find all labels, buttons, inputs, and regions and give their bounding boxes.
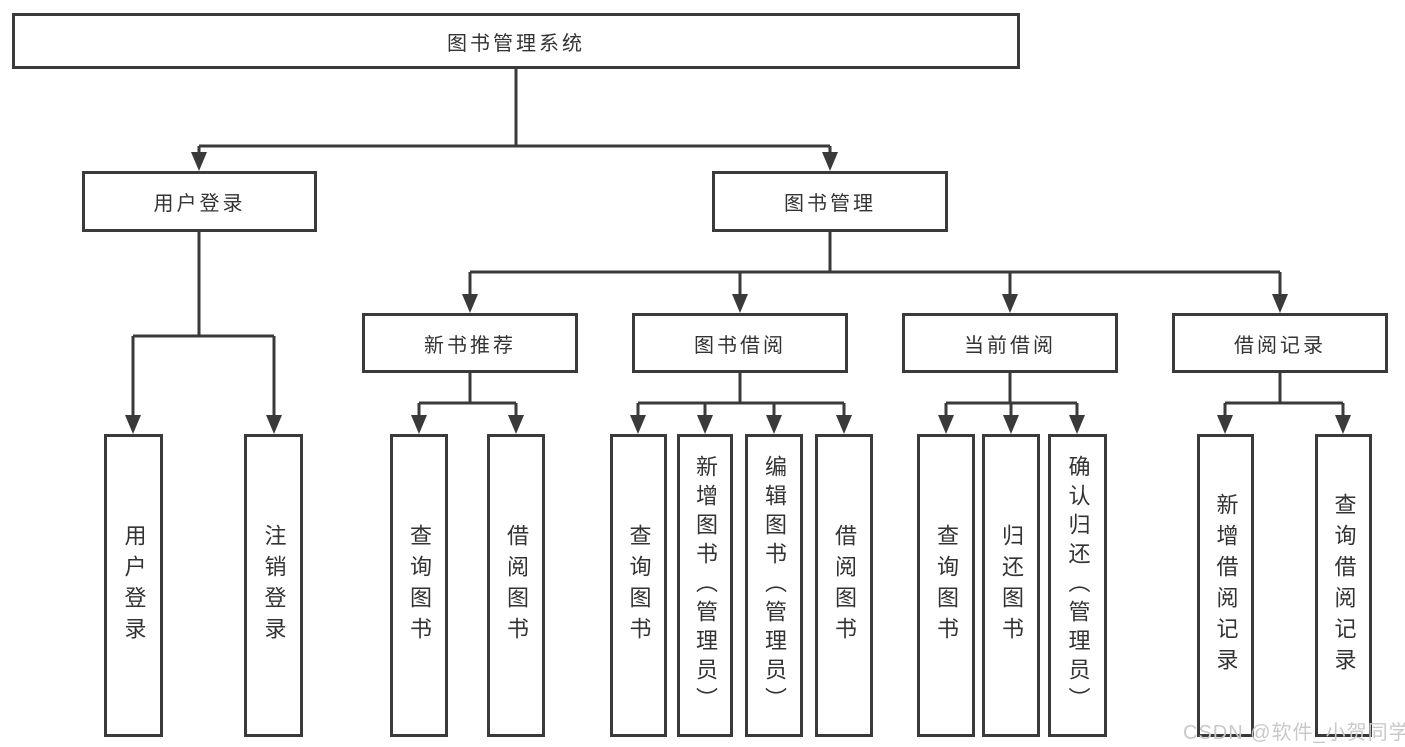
csdn-watermark: CSDN @软件_小贺同学: [1183, 722, 1405, 744]
connector-user-login: [131, 232, 276, 417]
arrowhead: [125, 415, 141, 434]
node-user-login-label: 用户登录: [153, 193, 246, 215]
arrowhead: [630, 415, 646, 434]
arrowheads: [125, 152, 1351, 434]
leaf-borrow-books-recommend: 借阅图书: [487, 434, 545, 737]
node-borrow-record-label: 借阅记录: [1234, 334, 1326, 357]
node-user-login: 用户登录: [82, 171, 317, 232]
leaf-user-login-label: 用户登录: [121, 523, 147, 648]
leaf-query-books-recommend-label: 查询图书: [407, 523, 432, 648]
node-root: 图书管理系统: [12, 13, 1020, 69]
arrowhead: [191, 152, 207, 171]
arrowhead: [1335, 415, 1351, 434]
connector-borrow-record: [1223, 373, 1345, 417]
leaf-return-books-label: 归还图书: [999, 523, 1024, 648]
connector-root: [197, 69, 832, 154]
leaf-return-books: 归还图书: [982, 434, 1040, 737]
arrowhead: [411, 415, 427, 434]
node-book-borrow-label: 图书借阅: [694, 334, 786, 357]
arrowhead: [938, 415, 954, 434]
leaf-query-books-recommend: 查询图书: [390, 434, 448, 737]
connector-book-mgmt: [468, 232, 1282, 296]
arrowhead: [732, 294, 748, 313]
leaf-borrow-books-recommend-label: 借阅图书: [504, 523, 529, 648]
leaf-query-borrow-record: 查询借阅记录: [1315, 434, 1372, 737]
leaf-query-books-borrow: 查询图书: [610, 434, 667, 737]
arrowhead: [766, 415, 782, 434]
connector-book-borrow: [636, 373, 846, 417]
arrowhead: [508, 415, 524, 434]
leaf-query-books-current: 查询图书: [917, 434, 975, 737]
arrowhead: [266, 415, 282, 434]
arrowhead: [1002, 294, 1018, 313]
leaf-confirm-return-admin-label: 确认归还（管理员）: [1065, 455, 1091, 716]
leaf-add-books-admin-label: 新增图书（管理员）: [693, 455, 718, 716]
connector-new-book-rec: [417, 373, 518, 417]
leaf-edit-books-admin-label: 编辑图书（管理员）: [762, 455, 787, 716]
leaf-user-login: 用户登录: [104, 434, 163, 737]
leaf-add-borrow-record-label: 新增借阅记录: [1213, 492, 1239, 679]
arrowhead: [1069, 415, 1085, 434]
node-current-borrow-label: 当前借阅: [964, 334, 1056, 357]
node-book-management: 图书管理: [712, 171, 948, 232]
node-new-book-recommend-label: 新书推荐: [424, 334, 516, 357]
leaf-query-borrow-record-label: 查询借阅记录: [1331, 492, 1357, 679]
leaf-borrow-books: 借阅图书: [815, 434, 873, 737]
node-borrow-record: 借阅记录: [1172, 313, 1388, 373]
arrowhead: [462, 294, 478, 313]
leaf-borrow-books-label: 借阅图书: [832, 523, 857, 648]
arrowhead: [822, 152, 838, 171]
leaf-logout-label: 注销登录: [261, 523, 287, 648]
arrowhead: [697, 415, 713, 434]
connector-current-borrow: [944, 373, 1079, 417]
leaf-add-books-admin: 新增图书（管理员）: [677, 434, 733, 737]
leaf-edit-books-admin: 编辑图书（管理员）: [745, 434, 803, 737]
node-book-management-label: 图书管理: [784, 193, 876, 215]
leaf-add-borrow-record: 新增借阅记录: [1197, 434, 1254, 737]
leaf-logout: 注销登录: [244, 434, 303, 737]
arrowhead: [1217, 415, 1233, 434]
leaf-query-books-borrow-label: 查询图书: [626, 523, 652, 648]
arrowhead: [1003, 415, 1019, 434]
leaf-query-books-current-label: 查询图书: [934, 523, 959, 648]
node-root-label: 图书管理系统: [447, 32, 585, 55]
arrowhead: [1272, 294, 1288, 313]
leaf-confirm-return-admin: 确认归还（管理员）: [1048, 434, 1107, 737]
node-current-borrow: 当前借阅: [902, 313, 1118, 373]
arrowhead: [836, 415, 852, 434]
node-new-book-recommend: 新书推荐: [362, 313, 578, 373]
node-book-borrow: 图书借阅: [632, 313, 848, 373]
